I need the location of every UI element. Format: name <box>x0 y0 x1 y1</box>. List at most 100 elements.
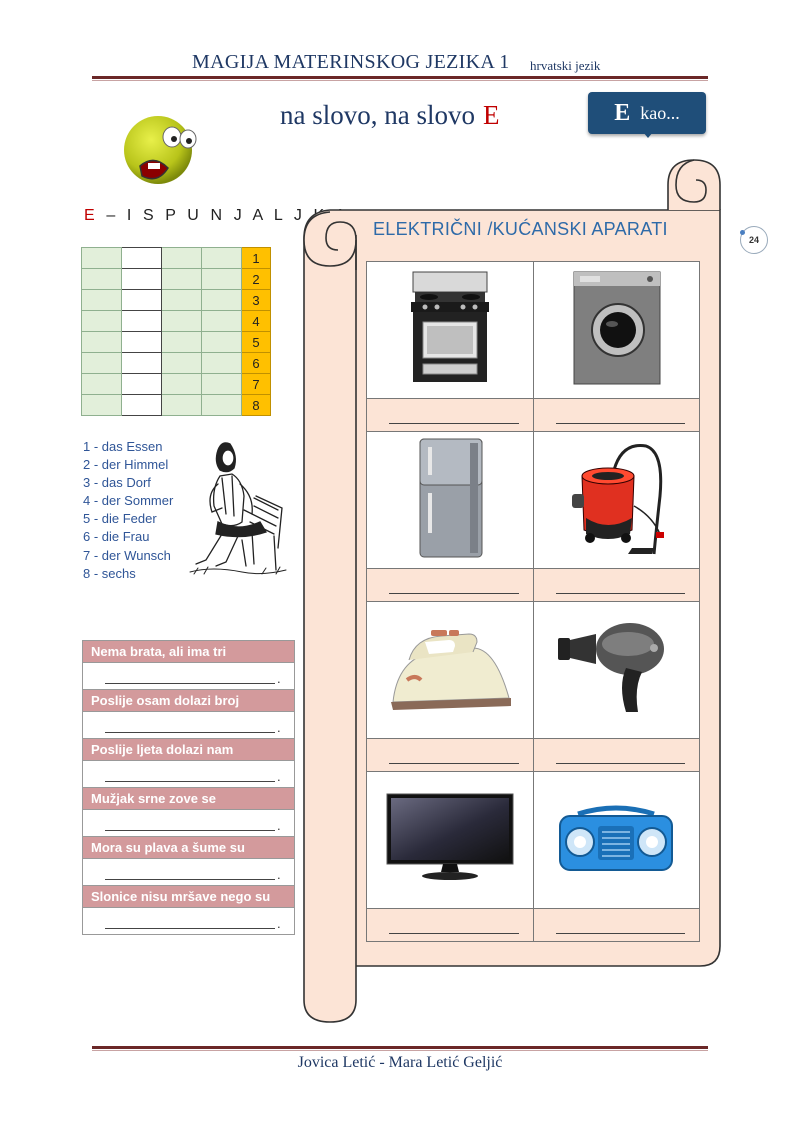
word-list: 1 - das Essen 2 - der Himmel 3 - das Dor… <box>83 438 173 583</box>
grid-cell[interactable] <box>81 310 122 332</box>
grid-cell[interactable] <box>201 310 242 332</box>
appliance-cell <box>532 601 701 739</box>
word-item: 3 - das Dorf <box>83 475 151 491</box>
answer-line <box>555 593 685 594</box>
answer-line <box>105 928 275 929</box>
answer-dot: . <box>277 867 281 882</box>
riddle-question: Poslije osam dolazi broj <box>83 690 294 712</box>
answer-field[interactable] <box>532 568 701 602</box>
grid-row: 4 <box>81 310 271 332</box>
radio-icon <box>559 805 674 871</box>
riddle-answer-field[interactable]: . <box>83 761 294 788</box>
riddle-answer-field[interactable]: . <box>83 859 294 886</box>
grid-number: 8 <box>241 394 271 416</box>
grid-cell[interactable] <box>201 289 242 311</box>
answer-line <box>389 593 519 594</box>
stove-icon <box>410 271 489 382</box>
hair-dryer-icon <box>558 622 665 712</box>
smiley-icon <box>124 116 197 184</box>
grid-cell-highlight[interactable] <box>121 352 162 374</box>
answer-line <box>105 683 275 684</box>
grid-number: 3 <box>241 289 271 311</box>
grid-cell[interactable] <box>161 373 202 395</box>
puzzle-title-letter: E <box>84 207 99 224</box>
riddle-answer-field[interactable]: . <box>83 810 294 837</box>
heading-text: na slovo, na slovo <box>280 100 475 130</box>
answer-line <box>105 732 275 733</box>
appliance-cell <box>366 431 534 569</box>
grid-cell[interactable] <box>161 289 202 311</box>
crossword-grid: 1 2 3 4 5 6 7 8 <box>81 247 271 416</box>
appliance-cell <box>366 601 534 739</box>
heading-letter: E <box>483 100 500 130</box>
grid-cell[interactable] <box>81 352 122 374</box>
answer-line <box>389 933 519 934</box>
answer-field[interactable] <box>366 908 534 942</box>
book-title: MAGIJA MATERINSKOG JEZIKA 1 <box>192 51 510 73</box>
answer-field[interactable] <box>532 398 701 432</box>
riddle-answer-field[interactable]: . <box>83 663 294 690</box>
refrigerator-icon <box>419 438 483 557</box>
grid-row: 5 <box>81 331 271 353</box>
answer-field[interactable] <box>532 738 701 772</box>
riddle-answer-field[interactable]: . <box>83 908 294 934</box>
answer-line <box>105 879 275 880</box>
riddle-question: Mora su plava a šume su <box>83 837 294 859</box>
e-kao-callout: E kao... <box>588 92 706 134</box>
answer-field[interactable] <box>366 398 534 432</box>
appliance-cell <box>532 261 701 399</box>
page-number: 24 <box>740 226 768 254</box>
grid-number: 4 <box>241 310 271 332</box>
word-item: 5 - die Feder <box>83 511 157 527</box>
book-subtitle: hrvatski jezik <box>530 58 601 73</box>
grid-number: 5 <box>241 331 271 353</box>
television-icon <box>386 793 514 880</box>
word-item: 2 - der Himmel <box>83 457 169 473</box>
puzzle-title: E – I S P U N J A L J K A <box>84 207 349 225</box>
appliance-cell <box>366 771 534 909</box>
grid-row: 1 <box>81 247 271 269</box>
appliance-cell <box>532 771 701 909</box>
answer-dot: . <box>277 916 281 931</box>
grid-cell[interactable] <box>161 331 202 353</box>
answer-dot: . <box>277 769 281 784</box>
grid-cell[interactable] <box>201 268 242 290</box>
grid-cell-highlight[interactable] <box>121 331 162 353</box>
grid-cell[interactable] <box>81 289 122 311</box>
grid-row: 8 <box>81 394 271 416</box>
footer-rule <box>92 1046 708 1049</box>
answer-dot: . <box>277 720 281 735</box>
appliance-cell <box>366 261 534 399</box>
answer-field[interactable] <box>366 568 534 602</box>
grid-cell[interactable] <box>201 331 242 353</box>
grid-cell[interactable] <box>81 331 122 353</box>
grid-cell[interactable] <box>81 247 122 269</box>
answer-line <box>105 830 275 831</box>
riddle-question: Mužjak srne zove se <box>83 788 294 810</box>
riddle-question: Poslije ljeta dolazi nam <box>83 739 294 761</box>
answer-field[interactable] <box>366 738 534 772</box>
grid-number: 2 <box>241 268 271 290</box>
appliance-cell <box>532 431 701 569</box>
answer-line <box>389 763 519 764</box>
grid-cell[interactable] <box>161 394 202 416</box>
riddle-answer-field[interactable]: . <box>83 712 294 739</box>
grid-row: 3 <box>81 289 271 311</box>
grid-cell-highlight[interactable] <box>121 394 162 416</box>
grid-cell[interactable] <box>161 310 202 332</box>
word-item: 7 - der Wunsch <box>83 547 171 563</box>
grid-cell-highlight[interactable] <box>121 247 162 269</box>
vacuum-cleaner-icon <box>572 443 665 554</box>
word-item: 1 - das Essen <box>83 439 163 454</box>
answer-field[interactable] <box>532 908 701 942</box>
grid-cell[interactable] <box>81 394 122 416</box>
appliances-table <box>366 261 701 942</box>
word-item: 6 - die Frau <box>83 529 150 545</box>
answer-dot: . <box>277 818 281 833</box>
riddle-box: Nema brata, ali ima tri . Poslije osam d… <box>82 640 295 935</box>
grid-cell[interactable] <box>201 394 242 416</box>
answer-line <box>105 781 275 782</box>
footer-rule-thin <box>92 1050 708 1051</box>
grid-number: 1 <box>241 247 271 269</box>
grid-cell-highlight[interactable] <box>121 310 162 332</box>
